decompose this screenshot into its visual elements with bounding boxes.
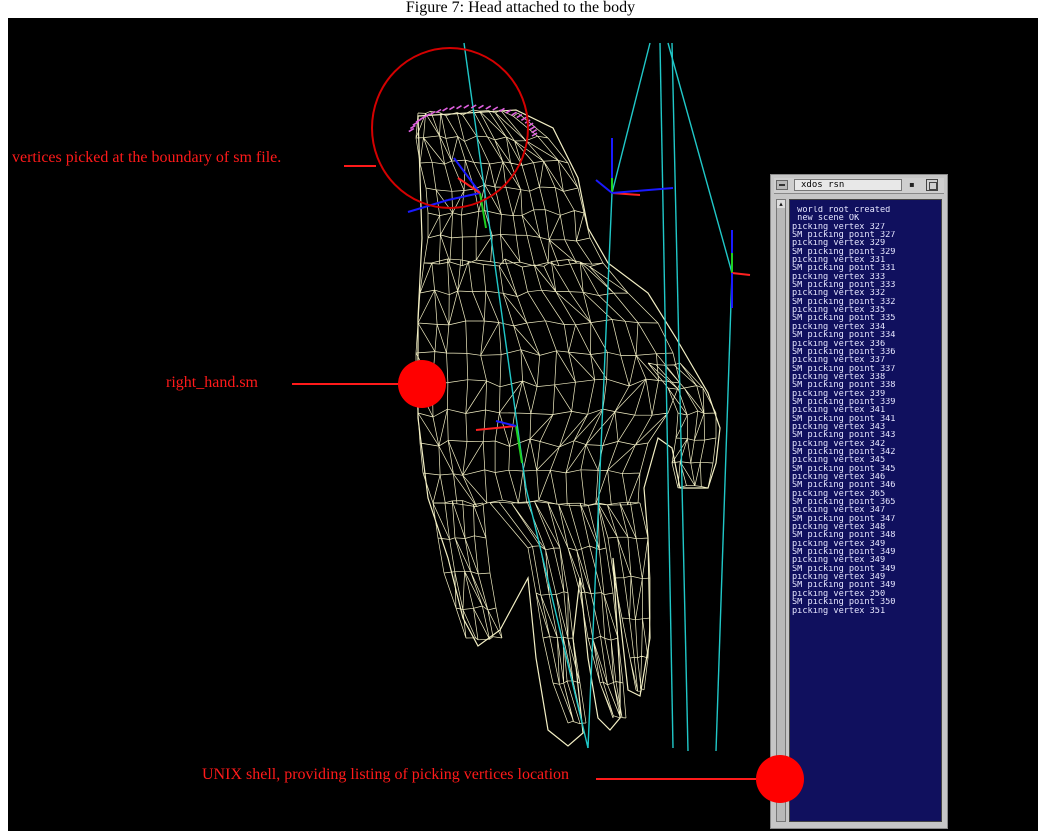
terminal-line: SM picking point 343: [792, 431, 939, 439]
terminal-line: picking vertex 335: [792, 306, 939, 314]
terminal-line: picking vertex 338: [792, 373, 939, 381]
terminal-line: SM picking point 346: [792, 481, 939, 489]
terminal-line: new scene OK: [792, 214, 939, 222]
terminal-line: picking vertex 349: [792, 556, 939, 564]
terminal-line: SM picking point 342: [792, 448, 939, 456]
wrist-mesh: [416, 110, 603, 266]
terminal-line: SM picking point 334: [792, 331, 939, 339]
terminal-line: world root created: [792, 206, 939, 214]
hand-outline: [418, 110, 720, 746]
terminal-line: SM picking point 329: [792, 248, 939, 256]
figure-caption: Figure 7: Head attached to the body: [0, 0, 1041, 18]
terminal-line: SM picking point 349: [792, 548, 939, 556]
terminal-line: picking vertex 351: [792, 607, 939, 615]
terminal-line: picking vertex 348: [792, 523, 939, 531]
terminal-line: SM picking point 348: [792, 531, 939, 539]
terminal-line: picking vertex 349: [792, 540, 939, 548]
terminal-line: picking vertex 337: [792, 356, 939, 364]
terminal-line: SM picking point 327: [792, 231, 939, 239]
terminal-line: SM picking point 345: [792, 465, 939, 473]
picked-vertex-mark: [464, 105, 469, 108]
picked-vertex-mark: [532, 130, 537, 133]
terminal-line: picking vertex 331: [792, 256, 939, 264]
bone-line: [716, 273, 732, 751]
terminal-line: picking vertex 342: [792, 440, 939, 448]
terminal-line: SM picking point 339: [792, 398, 939, 406]
picked-vertex-mark: [443, 108, 448, 111]
bone-line: [612, 43, 650, 193]
3d-viewport[interactable]: vertices picked at the boundary of sm fi…: [8, 18, 1038, 831]
wrist-mesh-lines: [416, 110, 603, 266]
terminal-line: picking vertex 347: [792, 506, 939, 514]
terminal-line: picking vertex 336: [792, 340, 939, 348]
picked-vertex-mark: [409, 129, 414, 132]
bone-line: [668, 43, 732, 273]
terminal-line: SM picking point 341: [792, 415, 939, 423]
terminal-line: picking vertex 329: [792, 239, 939, 247]
finger-4-mesh: [598, 502, 650, 691]
right-hand-label: right_hand.sm: [166, 375, 258, 391]
picked-vertex-mark: [457, 106, 462, 109]
finger-2-mesh-lines: [490, 501, 586, 724]
unix-shell-label: UNIX shell, providing listing of picking…: [202, 767, 569, 783]
hand-marker-dot: [398, 360, 446, 408]
finger-4-mesh-lines: [598, 502, 650, 691]
palm-mesh-lines: [416, 259, 680, 507]
terminal-line: SM picking point 338: [792, 381, 939, 389]
terminal-line: picking vertex 333: [792, 273, 939, 281]
hand-wireframe-mesh: [416, 110, 720, 746]
terminal-line: SM picking point 350: [792, 598, 939, 606]
unix-shell-window[interactable]: xdos rsn ▪ ▴ world root created new scen…: [770, 174, 948, 829]
terminal-line: picking vertex 346: [792, 473, 939, 481]
picked-vertex-mark: [486, 106, 491, 109]
scroll-up-arrow-icon[interactable]: ▴: [777, 200, 785, 208]
terminal-scrollbar[interactable]: ▴: [776, 199, 786, 822]
terminal-line: SM picking point 333: [792, 281, 939, 289]
terminal-line: SM picking point 336: [792, 348, 939, 356]
terminal-line: SM picking point 337: [792, 365, 939, 373]
terminal-line: SM picking point 335: [792, 314, 939, 322]
skeleton-bones: [464, 43, 732, 751]
bone-line: [526, 488, 588, 748]
terminal-line: picking vertex 334: [792, 323, 939, 331]
terminal-line: picking vertex 365: [792, 490, 939, 498]
picked-vertex-mark: [410, 125, 415, 128]
picked-vertex-mark: [436, 110, 441, 113]
terminal-line: picking vertex 332: [792, 289, 939, 297]
picked-vertex-mark: [493, 107, 498, 110]
finger-2-mesh: [490, 501, 586, 724]
terminal-line: picking vertex 341: [792, 406, 939, 414]
terminal-line: SM picking point 332: [792, 298, 939, 306]
picked-vertex-mark: [449, 107, 454, 110]
shell-marker-dot: [756, 755, 804, 803]
finger-1-mesh: [433, 501, 502, 640]
picked-vertex-mark: [517, 115, 522, 118]
terminal-line: SM picking point 349: [792, 581, 939, 589]
terminal-line: SM picking point 365: [792, 498, 939, 506]
picked-vertex-mark: [479, 105, 484, 108]
joint-axis: [732, 230, 750, 308]
boundary-vertices-label: vertices picked at the boundary of sm fi…: [12, 150, 281, 166]
terminal-line: picking vertex 327: [792, 223, 939, 231]
terminal-line: picking vertex 349: [792, 573, 939, 581]
terminal-titlebar[interactable]: xdos rsn ▪: [774, 178, 944, 194]
picked-vertex-mark: [420, 116, 425, 119]
terminal-line: picking vertex 350: [792, 590, 939, 598]
terminal-line: picking vertex 343: [792, 423, 939, 431]
palm-mesh: [416, 259, 680, 507]
terminal-title: xdos rsn: [794, 179, 902, 191]
finger-1-mesh-lines: [433, 501, 502, 640]
joint-axes: [408, 138, 750, 463]
terminal-line: SM picking point 347: [792, 515, 939, 523]
terminal-line: picking vertex 345: [792, 456, 939, 464]
terminal-line: SM picking point 349: [792, 565, 939, 573]
terminal-line: picking vertex 339: [792, 390, 939, 398]
window-menu-button[interactable]: [776, 180, 788, 190]
terminal-line: SM picking point 331: [792, 264, 939, 272]
minimize-button[interactable]: ▪: [906, 180, 918, 190]
picked-vertex-mark: [530, 126, 535, 129]
maximize-button[interactable]: [926, 179, 938, 191]
